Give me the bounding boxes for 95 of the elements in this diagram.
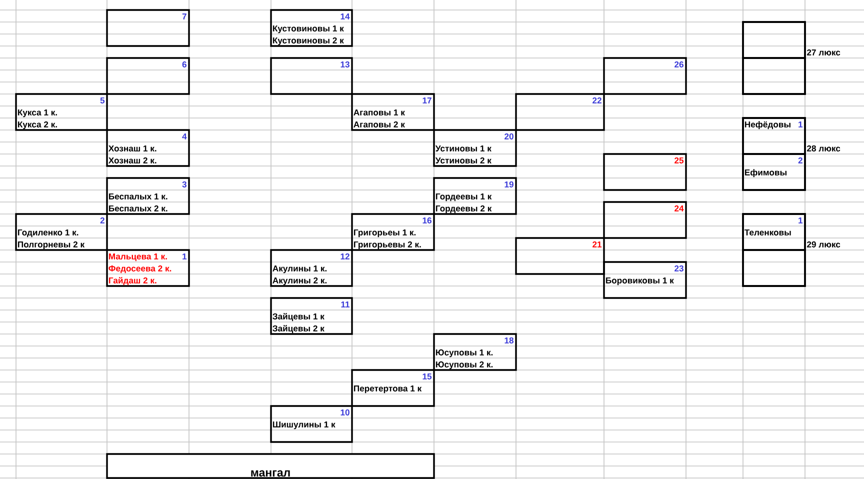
suite-label: 28 люкс — [807, 145, 840, 152]
room-box — [351, 369, 435, 407]
room-number: 24 — [674, 205, 684, 212]
room-box — [742, 153, 806, 191]
room-number: 10 — [340, 409, 350, 416]
guest-name: Гайдаш 2 к. — [108, 277, 156, 286]
room-number: 2 — [100, 217, 104, 224]
guest-name: Акулины 2 к. — [272, 277, 327, 286]
guest-name: Хознаш 1 к. — [108, 145, 156, 152]
room-number: 26 — [674, 61, 684, 68]
room-box — [603, 57, 687, 95]
room-box — [742, 21, 806, 59]
room-number: 5 — [100, 97, 105, 104]
guest-name: Федосеева 2 к. — [108, 265, 172, 274]
guest-name: Гордеевы 2 к — [436, 205, 492, 214]
room-number: 1 — [182, 253, 187, 260]
room-number: 14 — [340, 13, 350, 20]
guest-name: Григорьевы 2 к. — [354, 241, 421, 250]
guest-name: Гордеевы 1 к — [436, 193, 492, 202]
guest-name: Теленковы — [744, 229, 791, 236]
guest-name: Нефёдовы — [744, 121, 790, 130]
room-box — [433, 177, 517, 215]
guest-name: Перетертова 1 к — [354, 385, 422, 394]
room-number: 1 — [798, 217, 803, 224]
room-box — [742, 57, 806, 95]
room-number: 1 — [798, 121, 803, 128]
room-box — [742, 117, 806, 155]
guest-name: Зайцевы 1 к — [272, 313, 324, 322]
room-box — [106, 57, 190, 95]
room-box — [106, 129, 190, 167]
room-box — [603, 201, 687, 239]
room-number: 11 — [341, 301, 350, 308]
room-box — [270, 249, 353, 287]
room-box — [106, 249, 190, 287]
guest-name: Кукса 1 к. — [18, 109, 57, 118]
area-label: мангал — [251, 470, 290, 477]
guest-name: Годиленко 1 к. — [18, 229, 78, 238]
room-box — [742, 213, 806, 251]
room-number: 12 — [340, 253, 350, 260]
room-number: 20 — [504, 133, 514, 140]
room-box — [270, 297, 353, 335]
room-box — [106, 177, 190, 215]
guest-name: Кукса 2 к. — [18, 121, 57, 130]
guest-name: Агаповы 2 к — [354, 121, 405, 128]
room-number: 16 — [422, 217, 432, 224]
room-box — [106, 9, 190, 47]
room-box — [603, 261, 687, 299]
suite-label: 29 люкс — [807, 241, 840, 248]
room-number: 22 — [592, 97, 602, 104]
suite-label: 27 люкс — [807, 49, 840, 56]
room-box — [351, 213, 435, 251]
room-box — [351, 93, 435, 131]
room-box — [515, 237, 605, 275]
room-number: 23 — [674, 265, 684, 272]
room-number: 13 — [340, 61, 350, 68]
guest-name: Зайцевы 2 к — [272, 325, 324, 334]
room-number: 15 — [422, 373, 432, 380]
guest-name: Боровиковы 1 к — [606, 277, 674, 286]
room-box — [270, 57, 353, 95]
room-number: 4 — [182, 133, 187, 140]
guest-name: Кустовиновы 1 к — [272, 25, 344, 34]
room-box — [603, 153, 687, 191]
guest-name: Беспалых 1 к. — [108, 193, 168, 200]
guest-name: Мальцева 1 к. — [108, 253, 167, 262]
guest-name: Хознаш 2 к. — [108, 157, 156, 164]
guest-name: Акулины 1 к. — [272, 265, 327, 274]
guest-name: Юсуповы 2 к. — [436, 361, 493, 370]
room-box — [15, 93, 108, 131]
guest-name: Юсуповы 1 к. — [436, 349, 493, 358]
guest-name: Кустовиновы 2 к — [272, 37, 344, 46]
guest-name: Ефимовы — [744, 169, 786, 178]
room-number: 6 — [182, 61, 186, 68]
room-box — [515, 93, 605, 131]
guest-name: Устиновы 2 к — [435, 157, 492, 164]
grill-box — [106, 453, 435, 479]
guest-name: Григорьеы 1 к. — [354, 229, 416, 238]
room-number: 2 — [798, 157, 802, 164]
room-box — [270, 405, 353, 443]
room-number: 25 — [674, 157, 684, 164]
room-number: 21 — [592, 241, 602, 248]
room-number: 18 — [504, 337, 514, 344]
guest-name: Шишулины 1 к — [272, 421, 336, 430]
room-number: 17 — [422, 97, 432, 104]
room-box — [270, 9, 353, 47]
guest-name: Полгорневы 2 к — [18, 241, 85, 250]
room-box — [15, 213, 108, 251]
room-number: 7 — [182, 13, 186, 20]
guest-name: Устиновы 1 к — [435, 145, 492, 152]
room-box — [742, 249, 806, 287]
room-box — [433, 333, 517, 371]
room-box — [433, 129, 517, 167]
guest-name: Беспалых 2 к. — [108, 205, 168, 212]
guest-name: Агаповы 1 к — [354, 109, 405, 116]
room-number: 3 — [182, 181, 186, 188]
room-number: 19 — [504, 181, 514, 188]
